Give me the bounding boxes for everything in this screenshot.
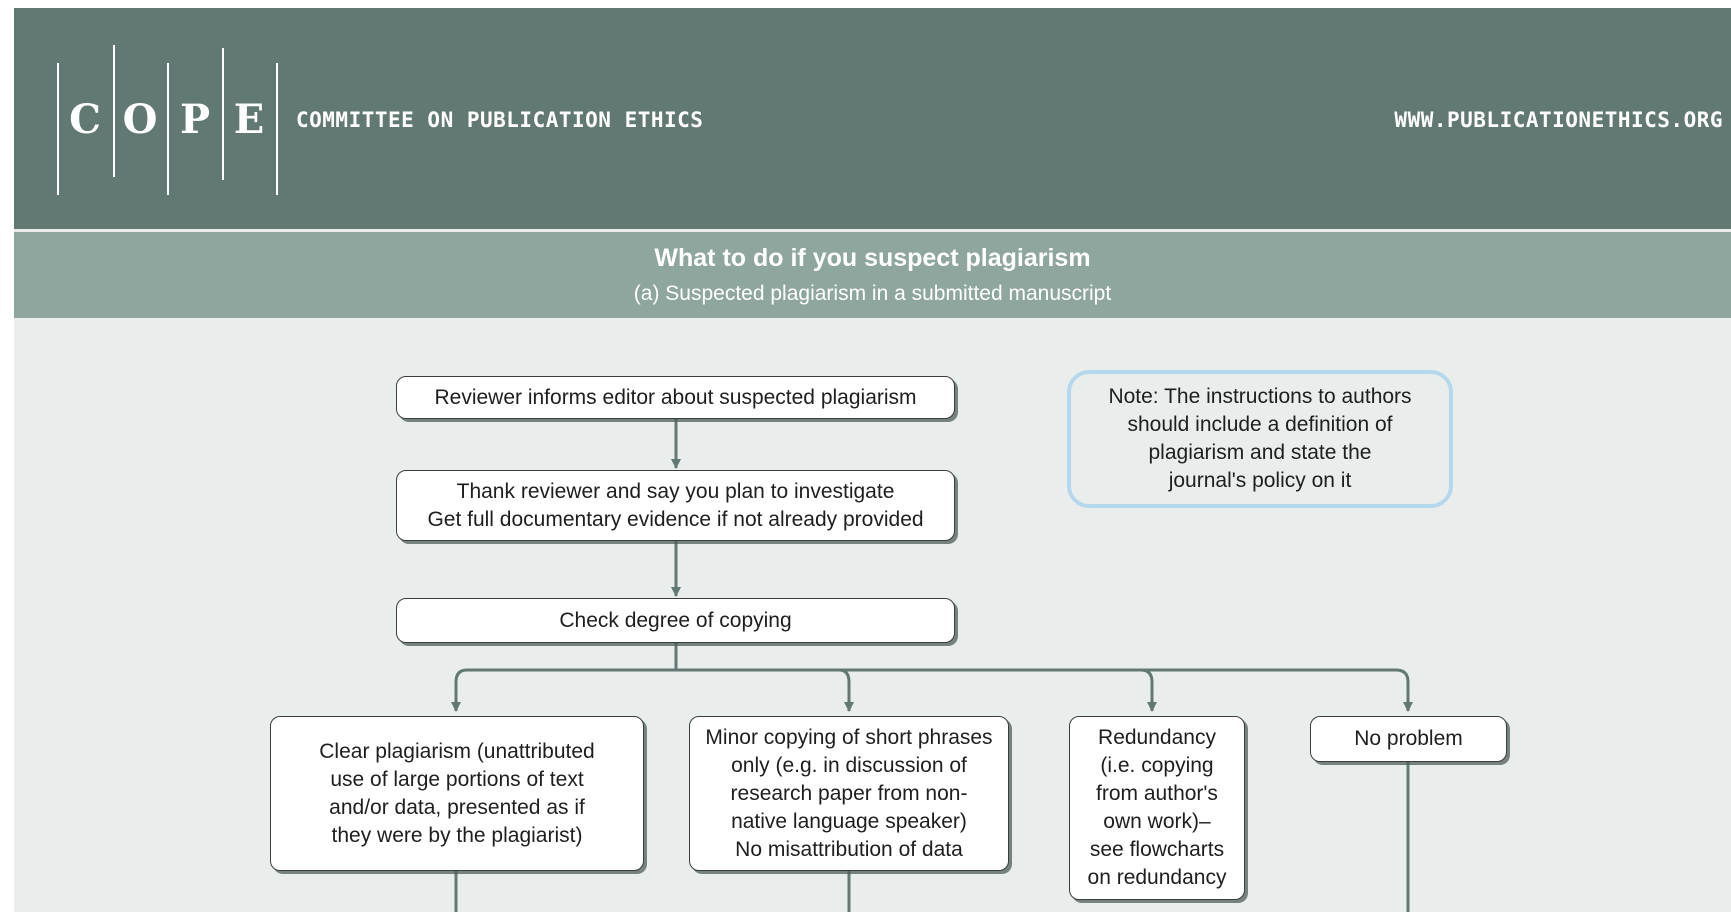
policy-note: Note: The instructions to authors should… (1067, 370, 1453, 508)
outcome-redundancy: Redundancy (i.e. copying from author's o… (1069, 716, 1245, 900)
arrow-to-no-problem (1395, 668, 1414, 713)
cope-logo: C O P E (14, 8, 314, 229)
header-divider (14, 229, 1731, 232)
arrow-to-clear-plagiarism (450, 668, 468, 713)
step-reviewer-informs-editor: Reviewer informs editor about suspected … (396, 376, 955, 419)
logo-letter: C (69, 96, 101, 143)
outcome-clear-plagiarism: Clear plagiarism (unattributed use of la… (270, 716, 644, 871)
outcome-no-problem: No problem (1310, 716, 1507, 762)
arrow-to-minor-copying (838, 668, 855, 713)
logo-divider (167, 63, 169, 195)
title-band: What to do if you suspect plagiarism (a)… (14, 232, 1731, 318)
logo-divider (222, 48, 224, 180)
outcome-minor-copying: Minor copying of short phrases only (e.g… (689, 716, 1009, 871)
website-url[interactable]: WWW.PUBLICATIONETHICS.ORG (1394, 108, 1723, 132)
organization-name: COMMITTEE ON PUBLICATION ETHICS (296, 108, 704, 132)
step-check-degree-of-copying: Check degree of copying (396, 598, 955, 643)
logo-letter: P (179, 96, 211, 143)
logo-divider (113, 45, 115, 177)
header-banner: C O P E COMMITTEE ON PUBLICATION ETHICS … (14, 8, 1731, 229)
arrow-to-redundancy (1140, 668, 1158, 713)
logo-divider (276, 63, 278, 195)
logo-divider (57, 63, 59, 195)
page-title: What to do if you suspect plagiarism (654, 244, 1091, 272)
logo-letter: E (233, 96, 265, 143)
page-subtitle: (a) Suspected plagiarism in a submitted … (633, 282, 1112, 305)
step-thank-reviewer: Thank reviewer and say you plan to inves… (396, 470, 955, 541)
logo-letter: O (122, 96, 158, 143)
